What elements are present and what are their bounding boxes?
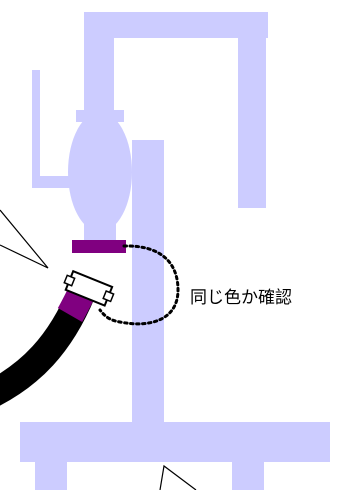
hose-connector (63, 269, 115, 307)
stand-side-bar (32, 70, 40, 188)
apparatus-color-band (72, 240, 126, 253)
callout-label: 同じ色か確認 (190, 288, 292, 308)
bulb-neck-bottom (84, 222, 116, 244)
funnel-bulb (68, 112, 132, 232)
stand-main-pole (132, 140, 164, 430)
stand-right-drop (238, 12, 266, 208)
stand-foot-right (232, 455, 264, 490)
pointer-line-left (0, 209, 49, 269)
dotted-callout (98, 244, 180, 326)
stand-left-post (84, 12, 114, 117)
hose (0, 269, 115, 406)
stand-base (20, 422, 330, 462)
stand-frame (20, 12, 330, 490)
stand-foot-left (35, 455, 67, 490)
stand-side-stub (32, 176, 78, 188)
stand-top-arm (84, 12, 268, 38)
pointer-line-bottom (159, 464, 197, 490)
